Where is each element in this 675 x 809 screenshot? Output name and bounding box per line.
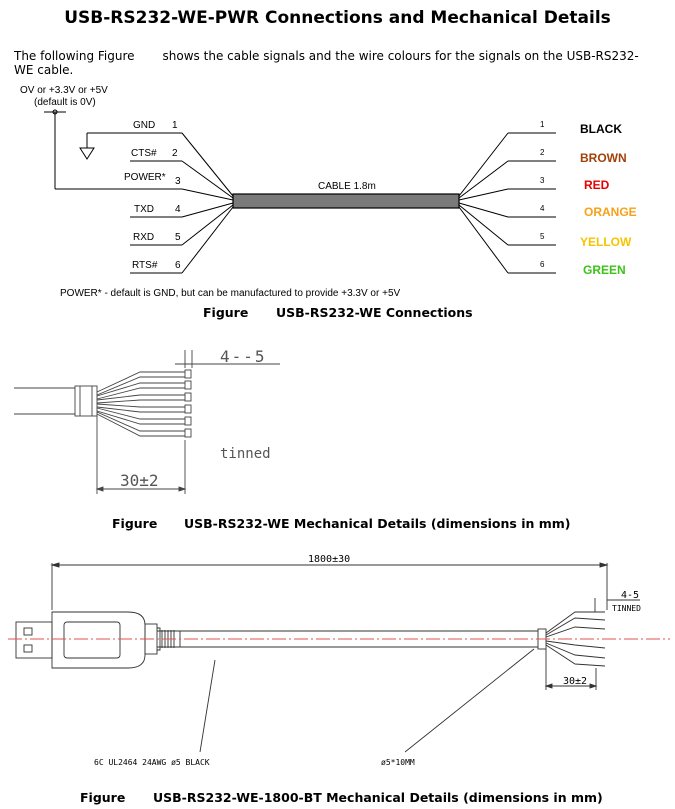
pin-name-gnd: GND <box>133 120 156 131</box>
cable-label: CABLE 1.8m <box>318 181 376 192</box>
wire-color-orange: ORANGE <box>584 205 637 219</box>
wire-color-brown: BROWN <box>580 151 627 165</box>
mech2-cable-dia: ø5*10MM <box>381 758 415 767</box>
voltage-note-line1: OV or +3.3V or +5V <box>20 85 108 96</box>
pin-name-rxd: RXD <box>133 232 155 243</box>
pin-num-3: 3 <box>175 176 181 187</box>
pin-name-rts: RTS# <box>132 260 158 271</box>
pin-num-2: 2 <box>172 148 178 159</box>
wire-num-5: 5 <box>540 232 545 241</box>
pin-name-txd: TXD <box>134 204 154 215</box>
mech2-dim-45: 4-5 <box>621 590 640 601</box>
wire-num-3: 3 <box>540 176 545 185</box>
mech1-dim-bottom: 30±2 <box>120 471 159 490</box>
wire-color-black: BLACK <box>580 122 622 136</box>
mech2-cable-spec: 6C UL2464 24AWG ø5 BLACK <box>94 758 210 767</box>
figure2-caption: USB-RS232-WE Mechanical Details (dimensi… <box>184 516 571 531</box>
intro-part3: WE cable. <box>14 63 74 77</box>
figure1-label: Figure <box>203 305 249 320</box>
mech1-tinned: tinned <box>220 446 271 462</box>
wire-num-2: 2 <box>540 148 545 157</box>
wire-num-6: 6 <box>540 260 545 269</box>
mech2-dim-30: 30±2 <box>563 676 588 687</box>
intro-part1: The following Figure <box>14 49 135 63</box>
voltage-note-line2: (default is 0V) <box>34 97 96 108</box>
wire-num-4: 4 <box>540 204 545 213</box>
pin-num-5: 5 <box>175 232 181 243</box>
mech-drawing-2 <box>15 562 640 753</box>
pin-num-4: 4 <box>175 204 181 215</box>
figure3-caption: USB-RS232-WE-1800-BT Mechanical Details … <box>153 790 603 805</box>
figure1-caption: USB-RS232-WE Connections <box>276 305 473 320</box>
power-footnote: POWER* - default is GND, but can be manu… <box>60 288 401 299</box>
pin-num-1: 1 <box>172 120 178 131</box>
mech2-tinned: TINNED <box>612 604 641 613</box>
figure2-label: Figure <box>112 516 158 531</box>
intro-part2: shows the cable signals and the wire col… <box>162 49 639 63</box>
pin-name-power: POWER* <box>124 172 166 183</box>
wire-num-1: 1 <box>540 120 545 129</box>
wire-color-yellow: YELLOW <box>580 235 632 249</box>
page-title: USB-RS232-WE-PWR Connections and Mechani… <box>64 8 611 28</box>
mech-drawing-1 <box>14 350 280 494</box>
figure3-label: Figure <box>80 790 126 805</box>
mech1-dim-top: 4--5 <box>220 347 267 366</box>
wire-color-green: GREEN <box>583 263 626 277</box>
wire-color-red: RED <box>584 178 610 192</box>
mech2-dim-length: 1800±30 <box>308 554 351 565</box>
intro-paragraph: The following Figure shows the cable sign… <box>14 49 639 77</box>
pin-name-cts: CTS# <box>131 148 157 159</box>
pin-num-6: 6 <box>175 260 181 271</box>
